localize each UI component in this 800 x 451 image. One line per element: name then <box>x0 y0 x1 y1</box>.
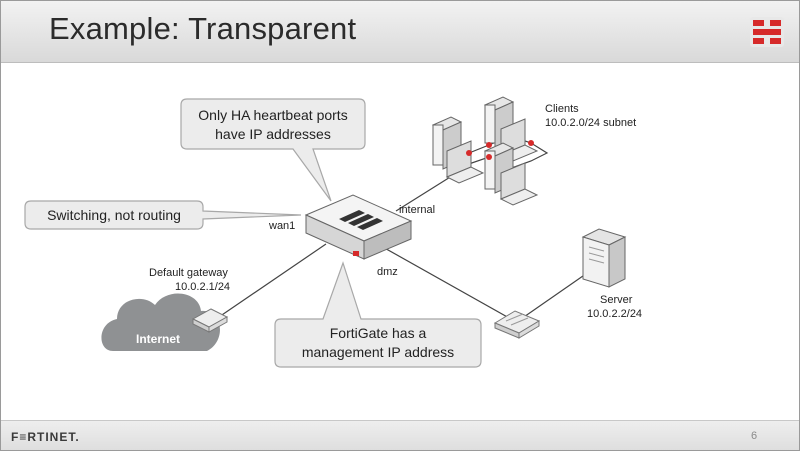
internet-label: Internet <box>136 332 180 346</box>
server-ip: 10.0.2.2/24 <box>587 308 642 320</box>
gateway-router-icon <box>191 308 229 333</box>
server-name: Server <box>600 294 633 306</box>
gateway-name: Default gateway <box>149 267 228 279</box>
switching-callout-text: Switching, not routing <box>47 207 181 223</box>
clients-name: Clients <box>545 103 579 115</box>
footer-bar: F≡RTINET. 6 <box>1 420 799 450</box>
link-server <box>520 268 594 320</box>
clients-subnet: 10.0.2.0/24 subnet <box>545 117 636 129</box>
ha-callout-line1: Only HA heartbeat ports <box>198 107 347 123</box>
callout-switching: Switching, not routing <box>24 200 302 230</box>
page-number: 6 <box>751 430 758 442</box>
port-label-wan1: wan1 <box>268 220 295 232</box>
ha-callout-line2: have IP addresses <box>215 126 331 142</box>
title-bar: Example: Transparent <box>1 1 799 63</box>
fortinet-logo-icon <box>750 17 784 47</box>
internet-cloud-icon: Internet <box>101 293 220 351</box>
fortigate-device-icon <box>304 194 413 260</box>
port-label-dmz: dmz <box>377 266 398 278</box>
callout-management-ip: FortiGate has a management IP address <box>274 261 482 368</box>
server-icon <box>581 228 627 288</box>
mgmt-callout-line1: FortiGate has a <box>330 325 427 341</box>
dmz-switch-icon <box>493 310 541 339</box>
slide-title: Example: Transparent <box>49 11 357 46</box>
mgmt-callout-line2: management IP address <box>302 344 454 360</box>
port-label-internal: internal <box>399 204 435 216</box>
callout-ha-heartbeat: Only HA heartbeat ports have IP addresse… <box>180 98 366 202</box>
clients-workstations-icon <box>431 96 539 206</box>
gateway-ip: 10.0.2.1/24 <box>175 281 230 293</box>
link-wan1 <box>215 243 327 320</box>
link-dmz <box>380 245 512 320</box>
footer-brand: F≡RTINET. <box>11 430 80 444</box>
